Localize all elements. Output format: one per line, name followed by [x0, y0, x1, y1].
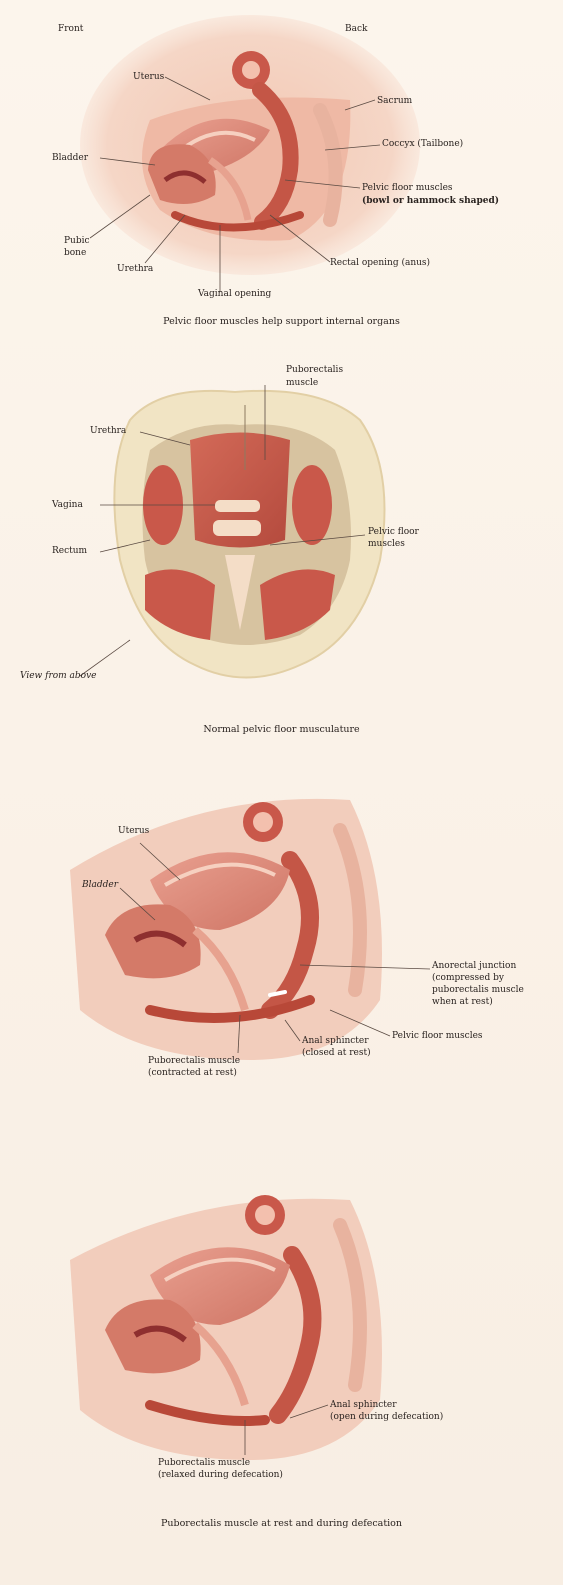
label-pelvic-floor-top-1: Pelvic floor — [368, 527, 419, 538]
label-anorectal-1: Anorectal junction — [432, 961, 516, 972]
label-urethra: Urethra — [117, 264, 153, 275]
label-anorectal-4: when at rest) — [432, 997, 493, 1008]
label-anal-sphincter-3-2: (closed at rest) — [302, 1048, 371, 1059]
label-anal-sphincter-3-1: Anal sphincter — [302, 1036, 369, 1047]
label-front: Front — [58, 24, 83, 35]
label-uterus-3: Uterus — [118, 826, 149, 837]
label-pelvic-floor-3: Pelvic floor muscles — [392, 1031, 483, 1042]
label-bladder: Bladder — [52, 153, 88, 164]
panel3-illustration — [70, 799, 382, 1060]
label-anal-sphincter-4-1: Anal sphincter — [330, 1400, 397, 1411]
label-pelvic-floor-1: Pelvic floor muscles — [362, 183, 453, 194]
label-vagina: Vagina — [52, 500, 83, 511]
label-rectal-opening: Rectal opening (anus) — [330, 258, 430, 269]
panel2-illustration — [114, 391, 384, 678]
panel4-caption: Puborectalis muscle at rest and during d… — [0, 1518, 563, 1529]
label-coccyx: Coccyx (Tailbone) — [382, 139, 463, 150]
label-view-from-above: View from above — [20, 671, 97, 682]
label-pelvic-floor-top-2: muscles — [368, 539, 405, 550]
panel1-illustration — [80, 15, 420, 275]
label-pubic-1: Pubic — [64, 236, 90, 247]
label-puborectalis-2: muscle — [286, 378, 318, 389]
label-urethra-top: Urethra — [90, 426, 126, 437]
label-pelvic-floor-2: (bowl or hammock shaped) — [362, 196, 499, 207]
label-anorectal-3: puborectalis muscle — [432, 985, 524, 996]
label-sacrum: Sacrum — [377, 96, 412, 107]
label-bladder-3: Bladder — [82, 880, 118, 891]
label-puborectalis-4-1: Puborectalis muscle — [158, 1458, 250, 1469]
label-puborectalis-3-2: (contracted at rest) — [148, 1068, 237, 1079]
label-anal-sphincter-4-2: (open during defecation) — [330, 1412, 443, 1423]
label-uterus: Uterus — [133, 72, 164, 83]
label-anorectal-2: (compressed by — [432, 973, 504, 984]
panel2-caption: Normal pelvic floor musculature — [0, 724, 563, 735]
label-rectum: Rectum — [52, 546, 87, 557]
panel1-caption: Pelvic floor muscles help support intern… — [0, 316, 563, 327]
label-vaginal-opening: Vaginal opening — [198, 289, 271, 300]
label-puborectalis-1: Puborectalis — [286, 365, 343, 376]
label-puborectalis-4-2: (relaxed during defecation) — [158, 1470, 283, 1481]
label-pubic-2: bone — [64, 248, 86, 259]
label-puborectalis-3-1: Puborectalis muscle — [148, 1056, 240, 1067]
label-back: Back — [345, 24, 367, 35]
